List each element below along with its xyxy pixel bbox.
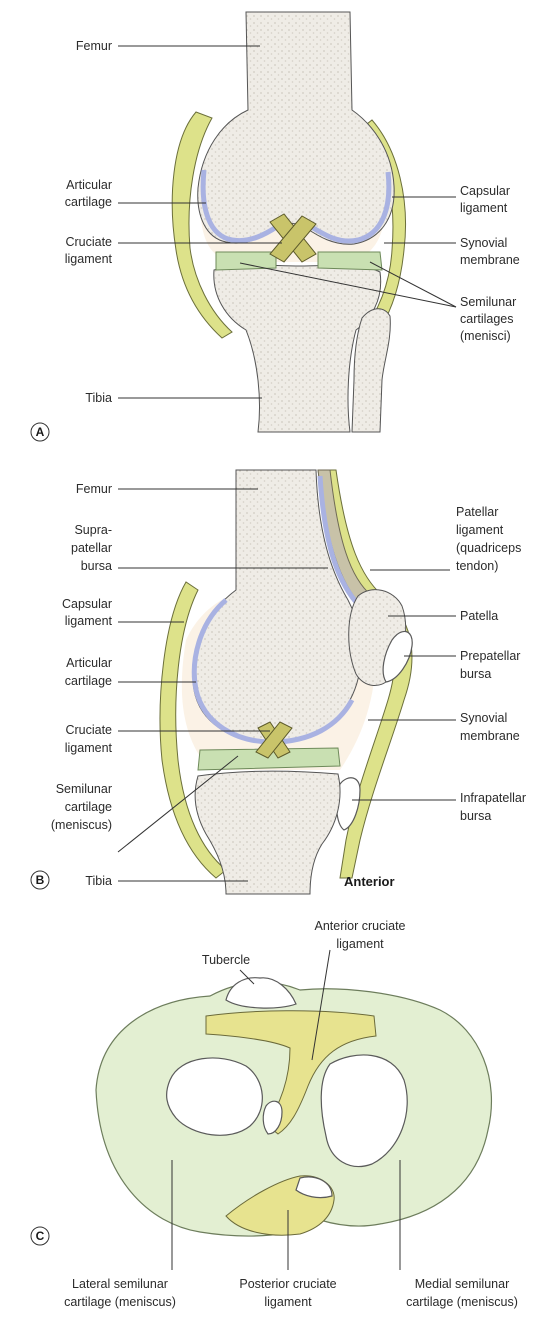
b-label-prepatellar-2: bursa <box>460 667 491 681</box>
b-label-patlig-1: Patellar <box>456 505 498 519</box>
b-label-semilunar-1: Semilunar <box>56 782 112 796</box>
a-label-semilunar-3: (menisci) <box>460 329 511 343</box>
c-label-lateral-2: cartilage (meniscus) <box>64 1295 176 1309</box>
b-label-supra-3: bursa <box>81 559 112 573</box>
a-label-articular-2: cartilage <box>65 195 112 209</box>
c-label-posterior-1: Posterior cruciate <box>239 1277 336 1291</box>
a-label-semilunar-2: cartilages <box>460 312 514 326</box>
b-label-tibia: Tibia <box>85 874 112 888</box>
b-label-anterior: Anterior <box>344 874 395 889</box>
c-label-anterior-2: ligament <box>336 937 384 951</box>
a-label-semilunar-1: Semilunar <box>460 295 516 309</box>
c-tubercle <box>226 978 296 1008</box>
c-label-posterior-2: ligament <box>264 1295 312 1309</box>
b-panel-letter: B <box>36 873 45 887</box>
b-label-supra-1: Supra- <box>74 523 112 537</box>
b-label-patlig-3: (quadriceps <box>456 541 521 555</box>
b-label-infrapatellar-1: Infrapatellar <box>460 791 526 805</box>
b-label-articular-2: cartilage <box>65 674 112 688</box>
c-label-tubercle: Tubercle <box>202 953 250 967</box>
a-meniscus-left <box>216 252 276 270</box>
b-label-semilunar-3: (meniscus) <box>51 818 112 832</box>
b-label-synovial-2: membrane <box>460 729 520 743</box>
a-meniscus-right <box>318 252 382 270</box>
panel-a: Femur Articular cartilage Cruciate ligam… <box>31 12 520 441</box>
a-label-synovial-2: membrane <box>460 253 520 267</box>
b-label-cruciate-1: Cruciate <box>65 723 112 737</box>
b-label-infrapatellar-2: bursa <box>460 809 491 823</box>
b-label-supra-2: patellar <box>71 541 112 555</box>
b-label-synovial-1: Synovial <box>460 711 507 725</box>
panel-b: Femur Supra- patellar bursa Capsular lig… <box>31 470 526 894</box>
b-label-cruciate-2: ligament <box>65 741 113 755</box>
a-label-tibia: Tibia <box>85 391 112 405</box>
b-label-semilunar-2: cartilage <box>65 800 112 814</box>
a-label-articular-1: Articular <box>66 178 112 192</box>
c-label-lateral-1: Lateral semilunar <box>72 1277 168 1291</box>
b-label-femur: Femur <box>76 482 112 496</box>
a-label-cruciate-1: Cruciate <box>65 235 112 249</box>
a-label-cruciate-2: ligament <box>65 252 113 266</box>
a-panel-letter: A <box>36 425 45 439</box>
b-label-prepatellar-1: Prepatellar <box>460 649 520 663</box>
panel-c: Tubercle Anterior cruciate ligament Late… <box>31 919 518 1309</box>
b-label-articular-1: Articular <box>66 656 112 670</box>
b-label-patlig-4: tendon) <box>456 559 498 573</box>
b-label-capsular-2: ligament <box>65 614 113 628</box>
c-panel-letter: C <box>36 1229 45 1243</box>
a-label-synovial-1: Synovial <box>460 236 507 250</box>
a-label-capsular-2: ligament <box>460 201 508 215</box>
a-femur-bone <box>198 12 394 244</box>
c-label-anterior-1: Anterior cruciate <box>314 919 405 933</box>
b-label-capsular-1: Capsular <box>62 597 112 611</box>
c-label-medial-2: cartilage (meniscus) <box>406 1295 518 1309</box>
a-label-femur: Femur <box>76 39 112 53</box>
b-label-patlig-2: ligament <box>456 523 504 537</box>
c-label-medial-1: Medial semilunar <box>415 1277 509 1291</box>
a-label-capsular-1: Capsular <box>460 184 510 198</box>
b-label-patella: Patella <box>460 609 498 623</box>
